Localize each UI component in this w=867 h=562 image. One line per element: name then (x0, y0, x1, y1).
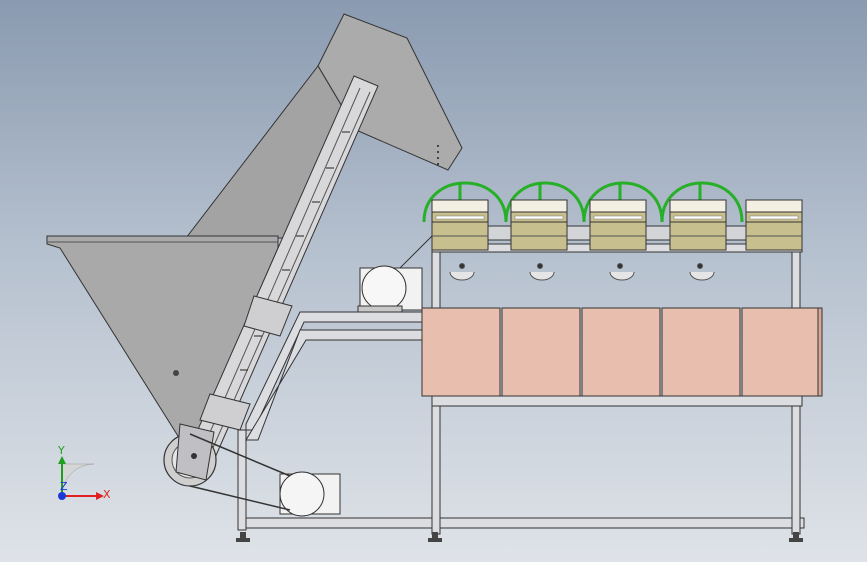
damper-row (449, 263, 715, 281)
drive-sprocket[interactable] (163, 423, 217, 487)
conveyor-brackets (199, 295, 293, 431)
collection-box-panel[interactable] (661, 307, 741, 397)
weighing-unit[interactable] (669, 199, 727, 251)
panel-endcap (817, 307, 823, 397)
hose-loops (422, 181, 744, 223)
axis-triad: Y X Z (57, 444, 111, 501)
chute-rivets (437, 145, 439, 165)
weighing-unit[interactable] (589, 199, 647, 251)
hopper-bolt (173, 370, 179, 376)
y-axis-label: Y (57, 444, 65, 457)
weighing-unit[interactable] (431, 199, 489, 251)
lower-motor[interactable] (189, 433, 341, 517)
frame-feet (236, 532, 803, 542)
weighing-unit[interactable] (510, 199, 568, 251)
upper-motor[interactable] (357, 265, 423, 313)
x-axis-label: X (103, 488, 111, 501)
weighing-units (431, 199, 803, 251)
collection-box-panel[interactable] (421, 307, 501, 397)
weighing-unit[interactable] (745, 199, 803, 251)
collection-box-panel[interactable] (741, 307, 821, 397)
collection-box-panel[interactable] (501, 307, 581, 397)
collection-panels (421, 307, 823, 397)
collection-box-panel[interactable] (581, 307, 661, 397)
z-axis-label: Z (60, 480, 68, 493)
